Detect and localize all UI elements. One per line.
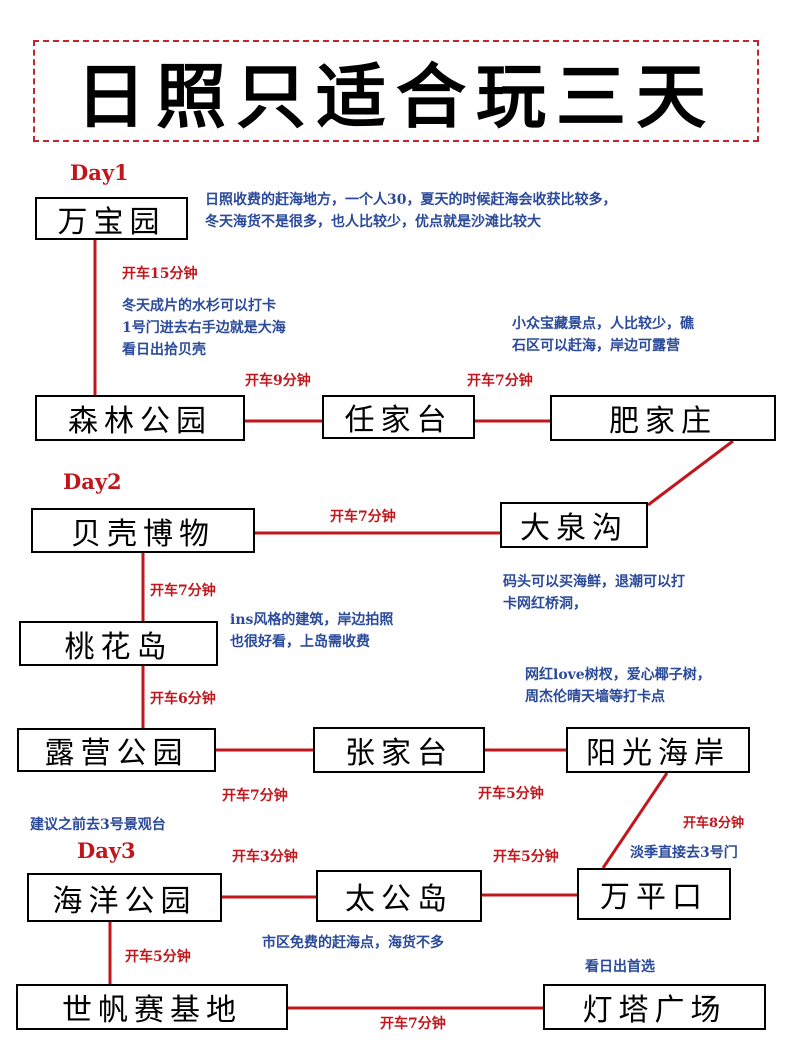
drive-time: 开车8分钟 [683, 816, 745, 831]
note-sunshine-coast: 网红love树杈，爱心椰子树， 周杰伦晴天墙等打卡点 [525, 664, 711, 708]
note-daquangou: 码头可以买海鲜，退潮可以打 卡网红桥洞， [503, 571, 685, 615]
note-line: 卡网红桥洞， [503, 596, 587, 612]
route-line [601, 772, 669, 869]
day3-label: Day3 [77, 838, 136, 863]
day2-label: Day2 [63, 469, 122, 494]
route-line [647, 439, 734, 507]
note-line: 小众宝藏景点，人比较少，礁 [512, 316, 694, 332]
title-frame: 日照只适合玩三天 [33, 40, 759, 142]
place-taigongdao: 太公岛 [316, 870, 482, 922]
place-senlin-park: 森林公园 [35, 395, 245, 441]
day1-label: Day1 [70, 160, 129, 185]
drive-time: 开车5分钟 [125, 949, 191, 965]
note-senlin: 冬天成片的水杉可以打卡 1号门进去右手边就是大海 看日出拾贝壳 [122, 295, 286, 361]
note-line: 码头可以买海鲜，退潮可以打 [503, 574, 685, 590]
note-line: 网红love树杈，爱心椰子树， [525, 667, 711, 683]
drive-time: 开车7分钟 [380, 1016, 446, 1032]
drive-time: 开车3分钟 [232, 849, 298, 865]
note-taohuadao: ins风格的建筑，岸边拍照 也很好看，上岛需收费 [230, 609, 393, 653]
drive-time: 开车7分钟 [467, 373, 533, 389]
place-lighthouse-square: 灯塔广场 [543, 984, 766, 1030]
drive-time: 开车7分钟 [150, 583, 216, 599]
page-title: 日照只适合玩三天 [76, 54, 716, 138]
drive-time: 开车5分钟 [478, 786, 544, 802]
place-feijiazhuang: 肥家庄 [550, 395, 776, 441]
drive-time: 开车7分钟 [330, 509, 396, 525]
note-wanpingkou: 淡季直接去3号门 [630, 845, 738, 861]
place-shell-museum: 贝壳博物 [31, 508, 255, 553]
place-zhangjiatai: 张家台 [313, 727, 485, 773]
place-taohuadao: 桃花岛 [19, 621, 218, 666]
place-ocean-park: 海洋公园 [27, 873, 222, 922]
drive-time: 开车7分钟 [222, 788, 288, 804]
place-daquangou: 大泉沟 [500, 502, 648, 548]
place-camping-park: 露营公园 [17, 728, 216, 772]
place-wanpingkou: 万平口 [577, 868, 731, 920]
place-sunshine-coast: 阳光海岸 [566, 727, 750, 773]
note-feijiazhuang: 小众宝藏景点，人比较少，礁 石区可以赶海，岸边可露营 [512, 313, 694, 357]
place-wanbaoyuan: 万宝园 [35, 197, 188, 240]
note-line: 冬天海货不是很多，也人比较少，优点就是沙滩比较大 [205, 214, 541, 230]
note-taigongdao: 市区免费的赶海点，海货不多 [262, 935, 444, 951]
note-wanbaoyuan: 日照收费的赶海地方，一个人30，夏天的时候赶海会收获比较多， 冬天海货不是很多，… [205, 189, 616, 233]
note-line: 看日出拾贝壳 [122, 342, 206, 358]
note-line: 石区可以赶海，岸边可露营 [512, 338, 680, 354]
note-line: 周杰伦晴天墙等打卡点 [525, 689, 665, 705]
note-lighthouse: 看日出首选 [585, 959, 655, 975]
place-sailing-base: 世帆赛基地 [16, 984, 288, 1030]
note-line: 日照收费的赶海地方，一个人30，夏天的时候赶海会收获比较多， [205, 192, 617, 208]
drive-time: 开车9分钟 [245, 373, 311, 389]
note-line: 1号门进去右手边就是大海 [122, 320, 286, 336]
note-ocean-park: 建议之前去3号景观台 [30, 817, 166, 833]
note-line: 冬天成片的水杉可以打卡 [122, 298, 276, 314]
note-line: 也很好看，上岛需收费 [230, 634, 370, 650]
drive-time: 开车5分钟 [493, 849, 559, 865]
drive-time: 开车6分钟 [150, 691, 216, 707]
note-line: ins风格的建筑，岸边拍照 [230, 612, 394, 628]
drive-time: 开车15分钟 [122, 266, 198, 282]
place-renjiatai: 任家台 [322, 395, 475, 439]
